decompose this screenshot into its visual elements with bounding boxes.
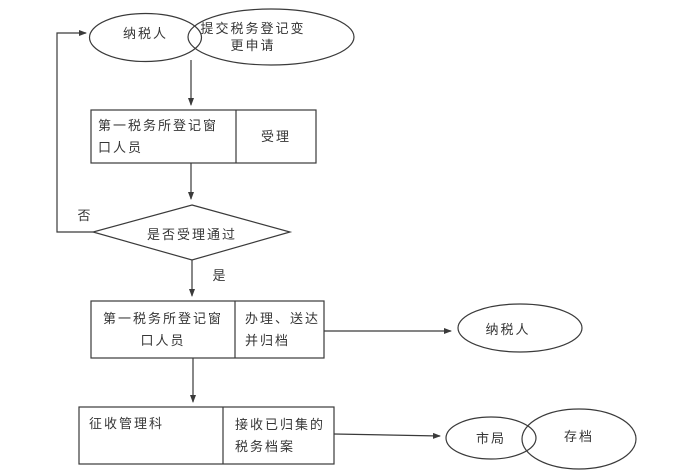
decision-diamond [90,204,293,261]
edge-label-no: 否 [77,208,93,223]
process-box-collection [78,406,335,465]
process-box-handle [90,300,325,359]
node-label-archive: 存档 [563,429,594,444]
process-box-accept [90,109,317,164]
node-label-collection-action: 接收已归集的 税务档案 [235,416,326,454]
ellipse-taxpayer-start [88,12,203,63]
node-label-accept-action: 受理 [260,128,291,144]
node-label-handle-action: 办理、送达 并归档 [245,310,321,348]
arrow-no-feedback-line [56,30,93,233]
node-label-handle-role: 第一税务所登记窗 口人员 [102,310,223,348]
node-label-submit-request: 提交税务登记变 更申请 [200,21,306,53]
edge-label-yes: 是 [212,268,228,283]
ellipse-taxpayer-result [457,303,583,353]
ellipse-archive [521,408,637,470]
node-label-taxpayer-start: 纳税人 [122,26,168,41]
ellipse-submit-request [187,8,355,66]
node-label-decision: 是否受理通过 [146,227,237,242]
node-label-accept-role: 第一税务所登记窗 口人员 [98,117,219,155]
arrow-collection-to-bureau [333,432,441,439]
node-label-collection-role: 征收管理科 [89,416,165,431]
node-label-taxpayer-result: 纳税人 [485,322,531,337]
node-label-city-bureau: 市局 [475,431,506,446]
ellipse-city-bureau [445,416,537,460]
